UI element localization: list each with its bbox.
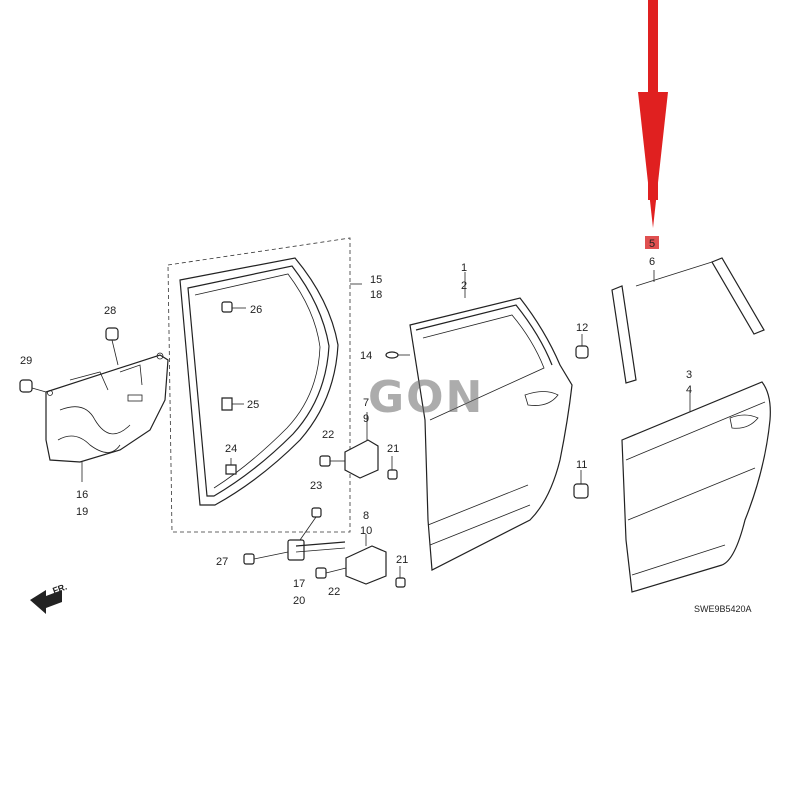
plug-14 — [385, 351, 399, 359]
diagram-code: SWE9B5420A — [694, 604, 752, 614]
callout-21-upper: 21 — [387, 443, 399, 455]
callout-6: 6 — [649, 256, 655, 268]
sash-molding-5-6 — [611, 257, 765, 384]
callout-4: 4 — [686, 384, 692, 396]
callout-21-lower: 21 — [396, 554, 408, 566]
plug-11 — [573, 470, 589, 499]
callout-19: 19 — [76, 506, 88, 518]
callout-26: 26 — [250, 304, 262, 316]
callout-11: 11 — [576, 459, 587, 471]
bolt-22-lower — [315, 567, 347, 579]
clip-29 — [19, 379, 47, 393]
callout-17: 17 — [293, 578, 305, 590]
callout-25: 25 — [247, 399, 259, 411]
callout-22-upper: 22 — [322, 429, 334, 441]
clip-26 — [221, 301, 246, 313]
callout-2: 2 — [461, 280, 467, 292]
callout-12: 12 — [576, 322, 588, 334]
checker-17-20 — [287, 507, 346, 561]
front-marker-label: FR. — [51, 582, 68, 596]
callout-22-lower: 22 — [328, 586, 340, 598]
bolt-21-upper — [387, 456, 398, 480]
callout-3: 3 — [686, 369, 692, 381]
callout-18: 18 — [370, 289, 382, 301]
highlight-box — [645, 236, 659, 249]
weatherstrip-15-18 — [167, 237, 362, 533]
callout-15: 15 — [370, 274, 382, 286]
callout-27: 27 — [216, 556, 228, 568]
highlight-arrow — [638, 0, 668, 228]
callout-7: 7 — [363, 397, 369, 409]
callout-1: 1 — [461, 262, 467, 274]
hinge-upper-7-9 — [344, 412, 379, 479]
callout-14: 14 — [360, 350, 372, 362]
watermark: GON — [368, 372, 484, 423]
callout-16: 16 — [76, 489, 88, 501]
callout-20: 20 — [293, 595, 305, 607]
clip-28 — [105, 327, 119, 366]
callout-23: 23 — [310, 480, 322, 492]
callout-24: 24 — [225, 443, 237, 455]
door-inner-panel-16-19 — [45, 352, 169, 463]
callout-10: 10 — [360, 525, 372, 537]
bolt-21-lower — [395, 566, 406, 588]
door-shell-1-2 — [398, 272, 573, 571]
callout-9: 9 — [363, 413, 369, 425]
clip-25 — [221, 397, 244, 411]
front-marker: FR. — [30, 582, 68, 614]
bolt-27 — [243, 551, 289, 565]
door-skin-3-4 — [621, 381, 771, 593]
callout-5: 5 — [649, 238, 655, 250]
hinge-lower-8-10 — [345, 534, 387, 585]
clip-24 — [225, 458, 237, 475]
bolt-22-upper — [319, 455, 345, 467]
callout-28: 28 — [104, 305, 116, 317]
callout-8: 8 — [363, 510, 369, 522]
callout-29: 29 — [20, 355, 32, 367]
plug-12 — [575, 334, 589, 359]
